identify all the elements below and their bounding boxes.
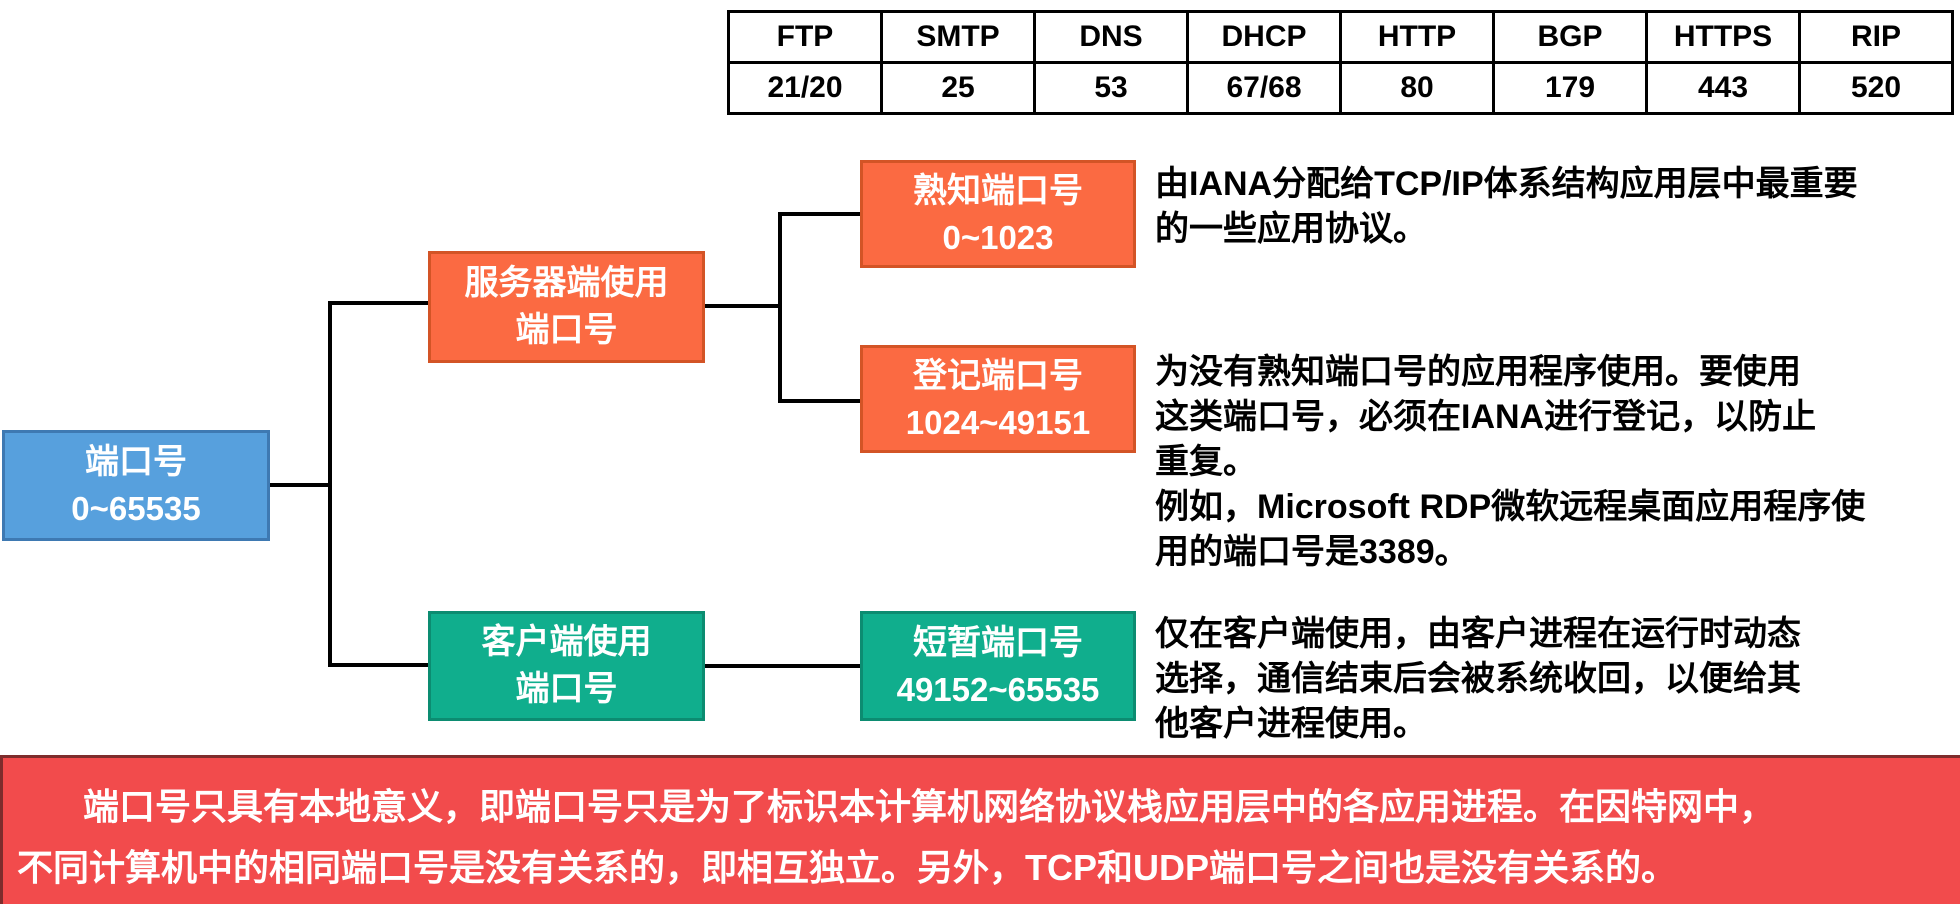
table-header-cell: FTP bbox=[727, 10, 883, 64]
node-title: 客户端使用 端口号 bbox=[481, 623, 652, 708]
node-title: 服务器端使用 端口号 bbox=[464, 264, 669, 349]
table-port-cell: 21/20 bbox=[727, 61, 883, 115]
summary-banner: 端口号只具有本地意义，即端口号只是为了标识本计算机网络协议栈应用层中的各应用进程… bbox=[0, 755, 1960, 904]
node-registered-ports: 登记端口号 1024~49151 bbox=[860, 345, 1136, 453]
table-header-cell: DHCP bbox=[1186, 10, 1342, 64]
node-server-ports: 服务器端使用 端口号 bbox=[428, 251, 705, 363]
connector-server-to-trunk2 bbox=[703, 304, 782, 308]
table-header-cell: HTTPS bbox=[1645, 10, 1801, 64]
description-registered: 为没有熟知端口号的应用程序使用。要使用 这类端口号，必须在IANA进行登记，以防… bbox=[1155, 353, 1866, 571]
table-port-cell: 80 bbox=[1339, 61, 1495, 115]
table-header-cell: BGP bbox=[1492, 10, 1648, 64]
table-port-cell: 53 bbox=[1033, 61, 1189, 115]
node-range: 0~65535 bbox=[71, 490, 201, 528]
description-well-known: 由IANA分配给TCP/IP体系结构应用层中最重要 的一些应用协议。 bbox=[1155, 165, 1858, 248]
table-header-cell: DNS bbox=[1033, 10, 1189, 64]
connector-to-registered bbox=[780, 399, 862, 403]
table-port-cell: 67/68 bbox=[1186, 61, 1342, 115]
connector-trunk-to-client bbox=[330, 663, 428, 667]
node-title: 短暂端口号 bbox=[913, 623, 1083, 662]
node-range: 49152~65535 bbox=[896, 670, 1100, 708]
node-client-ports: 客户端使用 端口号 bbox=[428, 611, 705, 721]
table-header-cell: RIP bbox=[1798, 10, 1954, 64]
connector-client-to-ephemeral bbox=[703, 664, 862, 668]
table-header-cell: SMTP bbox=[880, 10, 1036, 64]
node-ephemeral-ports: 短暂端口号 49152~65535 bbox=[860, 611, 1136, 721]
table-header-row: FTP SMTP DNS DHCP HTTP BGP HTTPS RIP bbox=[727, 10, 1954, 64]
node-well-known-ports: 熟知端口号 0~1023 bbox=[860, 160, 1136, 268]
table-port-row: 21/20 25 53 67/68 80 179 443 520 bbox=[727, 61, 1954, 115]
table-port-cell: 520 bbox=[1798, 61, 1954, 115]
table-port-cell: 179 bbox=[1492, 61, 1648, 115]
connector-trunk-to-server bbox=[330, 301, 428, 305]
connector-to-wellknown bbox=[780, 212, 862, 216]
protocol-port-table: FTP SMTP DNS DHCP HTTP BGP HTTPS RIP 21/… bbox=[727, 10, 1954, 115]
table-header-cell: HTTP bbox=[1339, 10, 1495, 64]
node-port-number-root: 端口号 0~65535 bbox=[2, 430, 270, 541]
connector-root-to-trunk bbox=[268, 483, 332, 487]
node-title: 登记端口号 bbox=[913, 356, 1083, 395]
node-range: 0~1023 bbox=[942, 218, 1054, 256]
node-range: 1024~49151 bbox=[905, 403, 1091, 441]
node-title: 端口号 bbox=[85, 443, 187, 482]
table-port-cell: 443 bbox=[1645, 61, 1801, 115]
node-title: 熟知端口号 bbox=[913, 171, 1083, 210]
description-ephemeral: 仅在客户端使用，由客户进程在运行时动态 选择，通信结束后会被系统收回，以便给其 … bbox=[1155, 615, 1801, 743]
table-port-cell: 25 bbox=[880, 61, 1036, 115]
connector-trunk-right bbox=[778, 212, 782, 403]
connector-trunk-left bbox=[328, 301, 332, 667]
